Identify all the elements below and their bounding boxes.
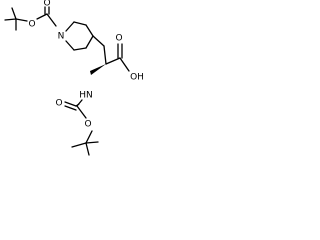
- ring-bond-3: [85, 24, 94, 37]
- bond-carbonyl-to-left-o-b: [64, 105, 77, 111]
- bond-carbonyl-to-left-o-a: [64, 101, 77, 107]
- amine-boc-ester-o-label: O: [84, 120, 91, 130]
- bond-tbu1-methyl-b: [4, 18, 17, 21]
- bond-ch2-to-alpha-c: [103, 45, 107, 65]
- bond-ester-o-to-carbonyl: [36, 13, 48, 20]
- bond-acid-c-to-oh: [119, 57, 130, 72]
- amine-n-label: HN: [79, 91, 93, 101]
- bond-ring-to-ch2: [92, 35, 105, 47]
- bond-tbu2-methyl-a: [71, 142, 87, 148]
- acid-carbonyl-o-label: O: [115, 34, 122, 44]
- ring-bond-2: [73, 21, 87, 26]
- ring-bond-6: [65, 40, 75, 51]
- side-chain: [90, 35, 121, 75]
- bond-tbu1-to-oxygen: [15, 18, 28, 22]
- bond-carbonyl-to-ring-n: [46, 13, 57, 27]
- ring-n-label: N: [58, 32, 65, 42]
- chemical-structure: N O O HN O O O OH: [4, 0, 144, 156]
- ring-bond-4: [85, 35, 94, 49]
- amine-boc-carbonyl-o-label: O: [55, 99, 62, 109]
- bond-nh-to-carbonyl-c: [76, 99, 83, 107]
- amine-boc-carbamate: [64, 99, 87, 119]
- acid-oh-label: OH: [130, 73, 144, 83]
- stereo-wedge-bond: [90, 64, 106, 75]
- ring-boc-carbonyl-o-label: O: [43, 0, 50, 9]
- ring-boc-carbamate: [36, 6, 57, 27]
- bottom-tert-butyl-group: [71, 130, 99, 156]
- bond-tbu2-methyl-c: [85, 141, 99, 144]
- bond-tbu1-methyl-a: [11, 7, 17, 20]
- ring-bond-1: [65, 21, 75, 32]
- bond-tbu2-methyl-b: [85, 142, 90, 156]
- ring-boc-ester-o-label: O: [28, 20, 35, 30]
- piperidine-ring: [65, 21, 94, 51]
- carboxylic-acid: [117, 43, 130, 72]
- top-tert-butyl-group: [4, 7, 28, 31]
- bond-ester-o-to-tbu: [85, 130, 93, 144]
- ring-bond-5: [73, 47, 87, 51]
- bond-carbonyl-to-ester-o: [76, 105, 87, 119]
- bond-alpha-c-to-acid-c: [105, 57, 121, 65]
